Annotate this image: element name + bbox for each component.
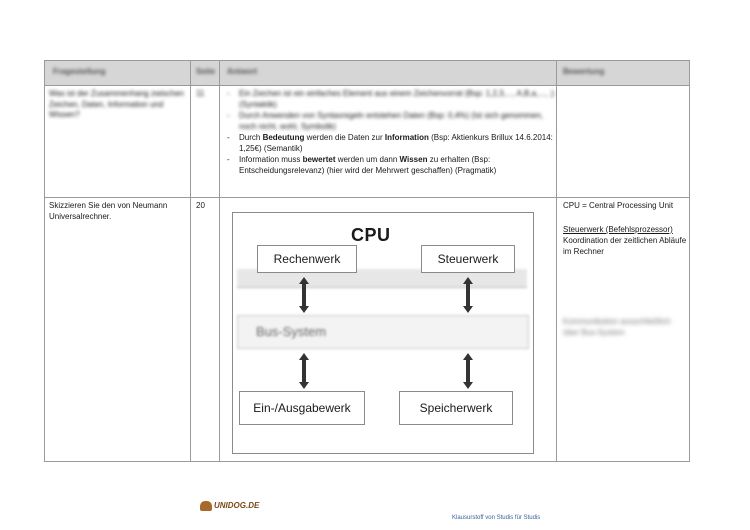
double-arrow-icon <box>463 277 473 313</box>
header-question: Fragestellung <box>53 67 106 76</box>
qa-table: Fragestellung Seite Antwort Bewertung Wa… <box>44 60 690 462</box>
bus-system-bar: Bus-System <box>237 315 529 349</box>
header-answer: Antwort <box>227 67 258 76</box>
cpu-title: CPU <box>351 225 391 245</box>
bus-system-label: Bus-System <box>256 324 327 339</box>
unidog-logo: UNIDOG.DE <box>200 501 259 511</box>
io-unit-box: Ein-/Ausgabewerk <box>239 391 365 425</box>
header-page: Seite <box>196 67 216 76</box>
double-arrow-icon <box>463 353 473 389</box>
storage-unit-box: Speicherwerk <box>399 391 513 425</box>
answer-item-wissen: -Information muss bewertet werden um dan… <box>227 155 497 175</box>
footer-credit: Klausurstoff von Studis für Studis <box>452 515 541 521</box>
steuerwerk-description: Koordination der zeitlichen Abläufe im R… <box>563 236 687 256</box>
header-rating: Bewertung <box>563 67 605 76</box>
cpu-note: CPU = Central Processing Unit <box>563 201 674 210</box>
von-neumann-diagram: CPU Rechenwerk Steuerwerk Bus-System Ein… <box>232 212 534 454</box>
row1-page: 11 <box>196 89 205 98</box>
row1-question: Was ist der Zusammenhang zwischen Zeiche… <box>49 89 184 119</box>
row2-page: 20 <box>196 201 205 210</box>
dog-icon <box>200 501 212 511</box>
cpu-base-bar <box>237 269 527 288</box>
row2-question: Skizzieren Sie den von Neumann Universal… <box>49 201 168 221</box>
bus-note: Kommunikation ausschließlich über Bus-Sy… <box>563 317 671 337</box>
double-arrow-icon <box>299 353 309 389</box>
steuerwerk-box: Steuerwerk <box>421 245 515 273</box>
steuerwerk-heading: Steuerwerk (Befehlsprozessor) <box>563 225 673 234</box>
answer-item-daten: -Durch Anwenden von Syntaxregeln entsteh… <box>227 111 544 131</box>
answer-item-information: -Durch Bedeutung werden die Daten zur In… <box>227 133 553 153</box>
answer-item-zeichen: -Ein Zeichen ist ein einfaches Element a… <box>227 89 555 109</box>
row1-answer-list: -Ein Zeichen ist ein einfaches Element a… <box>225 89 555 177</box>
double-arrow-icon <box>299 277 309 313</box>
rechenwerk-box: Rechenwerk <box>257 245 357 273</box>
table-header-row: Fragestellung Seite Antwort Bewertung <box>45 61 689 86</box>
